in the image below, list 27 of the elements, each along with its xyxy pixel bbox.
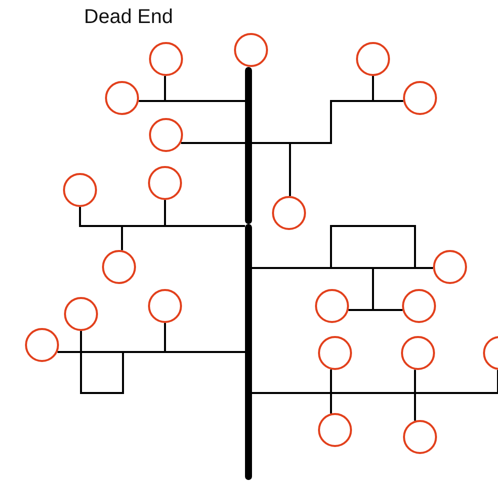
trunk-bar <box>245 224 252 480</box>
dead-end-circle <box>433 250 467 284</box>
dead-end-circle <box>148 166 182 200</box>
dead-end-circle <box>149 118 183 152</box>
dead-end-circle <box>403 81 437 115</box>
dead-end-circle <box>64 297 98 331</box>
dead-end-circle <box>318 336 352 370</box>
dead-end-circle <box>234 33 268 67</box>
dead-end-circle <box>149 42 183 76</box>
dead-end-circle <box>148 289 182 323</box>
dead-end-circle <box>25 328 59 362</box>
connector-line <box>252 142 291 196</box>
dead-end-circle <box>63 173 97 207</box>
connector-line <box>181 142 245 144</box>
trunk-bar <box>245 67 252 224</box>
dead-end-circle <box>402 289 436 323</box>
dead-end-circle <box>105 81 139 115</box>
dead-end-circle <box>315 289 349 323</box>
connector-line <box>252 267 402 311</box>
diagram-title: Dead End <box>84 6 173 29</box>
dead-end-circle <box>318 413 352 447</box>
dead-end-circle <box>401 336 435 370</box>
dead-end-circle <box>102 250 136 284</box>
dead-end-circle <box>356 42 390 76</box>
dead-end-circle <box>403 420 437 454</box>
connector-line <box>58 351 245 353</box>
dead-end-circle <box>272 196 306 230</box>
